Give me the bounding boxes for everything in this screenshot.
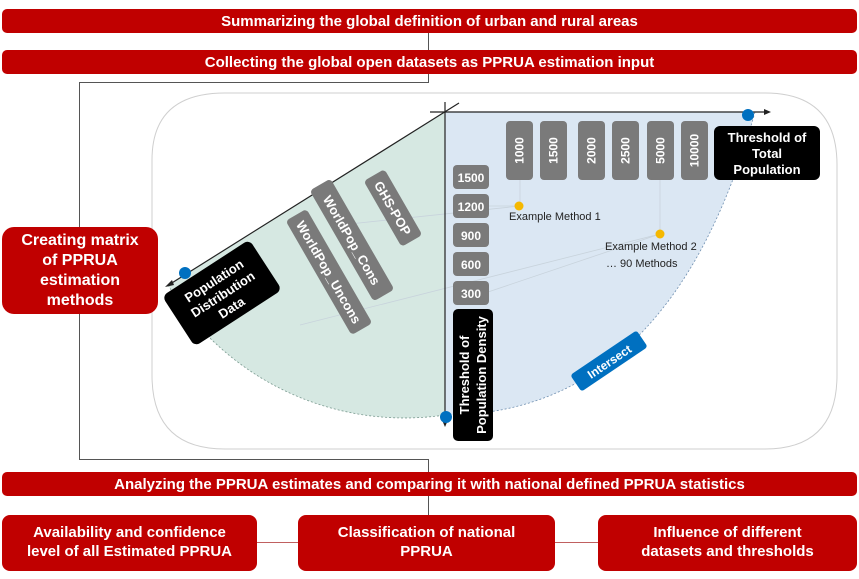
step-label: Summarizing the global definition of urb… [221, 12, 638, 30]
combination-line [339, 205, 521, 226]
example-method-2-label: Example Method 2 [605, 241, 697, 253]
dataset-sector [168, 112, 445, 418]
step-analyzing-estimates: Analyzing the PPRUA estimates and compar… [2, 472, 857, 496]
matrix-frame [151, 92, 838, 450]
population-axis-dot [742, 109, 754, 121]
example-method-2-dot [655, 229, 665, 239]
axis-label-line: Threshold of [457, 335, 472, 414]
population-threshold-box: 2000 [578, 121, 605, 180]
population-threshold-value: 1000 [513, 137, 527, 164]
outcome-classification: Classification of national PPRUA [298, 515, 555, 571]
outcome-availability-confidence: Availability and confidence level of all… [2, 515, 257, 571]
density-axis-dot [440, 411, 452, 423]
step-collecting-datasets: Collecting the global open datasets as P… [2, 50, 857, 74]
population-threshold-value: 2000 [585, 137, 599, 164]
dataset-axis-dot [179, 267, 191, 279]
outcome-label-line: PPRUA [400, 543, 453, 560]
outcome-label-line: Influence of different [653, 524, 802, 542]
population-threshold-value: 10000 [688, 133, 702, 167]
population-threshold-value: 5000 [654, 137, 668, 164]
step-label: Analyzing the PPRUA estimates and compar… [114, 475, 745, 493]
density-threshold-box: 300 [453, 281, 489, 305]
population-axis-label: Threshold of Total Population [714, 126, 820, 180]
axis-label-line: Population Density [474, 315, 489, 434]
connector [428, 74, 429, 83]
step-label-line: of PPRUA [42, 251, 118, 269]
density-threshold-value: 600 [461, 258, 481, 272]
connector [428, 459, 429, 472]
density-threshold-value: 300 [461, 287, 481, 301]
density-threshold-box: 1500 [453, 165, 489, 189]
example-method-1-dot [514, 201, 524, 211]
intersect-sector [445, 112, 755, 415]
connector [79, 82, 80, 228]
combination-line [487, 233, 661, 293]
outcome-label-line: Classification of national [337, 524, 516, 542]
combination-lines [299, 180, 661, 326]
example-method-1-label: Example Method 1 [509, 211, 601, 223]
intersect-sector-edge [444, 111, 756, 416]
connector [428, 496, 429, 515]
connector [79, 82, 429, 83]
connector [428, 33, 429, 50]
population-threshold-value: 2500 [619, 137, 633, 164]
methods-count-label: … 90 Methods [606, 258, 678, 270]
outcome-label-line: datasets and thresholds [641, 543, 814, 560]
arrow-left-icon [165, 280, 174, 287]
density-threshold-box: 1200 [453, 194, 489, 218]
axis-label-line: Population [733, 162, 800, 177]
density-threshold-value: 900 [461, 229, 481, 243]
density-threshold-list: 1500 1200 900 600 300 [453, 165, 489, 305]
step-label: Collecting the global open datasets as P… [204, 53, 655, 71]
density-axis-label: Threshold of Population Density [453, 309, 493, 441]
density-threshold-value: 1200 [458, 200, 485, 214]
density-threshold-box: 600 [453, 252, 489, 276]
connector [79, 314, 80, 460]
axis-label-line: Threshold of [728, 130, 807, 145]
population-threshold-box: 1500 [540, 121, 567, 180]
population-threshold-list: 1000 1500 2000 2500 5000 10000 [506, 121, 708, 180]
connector [79, 459, 429, 460]
population-threshold-value: 1500 [547, 137, 561, 164]
outcome-influence: Influence of different datasets and thre… [598, 515, 857, 571]
step-summarizing-definitions: Summarizing the global definition of urb… [2, 9, 857, 33]
axis-label-line: Total [752, 146, 782, 161]
density-threshold-value: 1500 [458, 171, 485, 185]
population-threshold-box: 1000 [506, 121, 533, 180]
step-label-line: Creating matrix [21, 231, 139, 249]
population-threshold-box: 2500 [612, 121, 639, 180]
step-label-line: estimation [39, 271, 120, 289]
outcome-label-line: level of all Estimated PPRUA [26, 543, 233, 560]
step-creating-matrix: Creating matrix of PPRUA estimation meth… [2, 227, 158, 314]
outcome-label-line: Availability and confidence [33, 524, 226, 542]
arrow-right-icon [764, 109, 771, 115]
population-threshold-box: 10000 [681, 121, 708, 180]
population-threshold-box: 5000 [647, 121, 674, 180]
step-label-line: methods [46, 291, 114, 309]
density-threshold-box: 900 [453, 223, 489, 247]
